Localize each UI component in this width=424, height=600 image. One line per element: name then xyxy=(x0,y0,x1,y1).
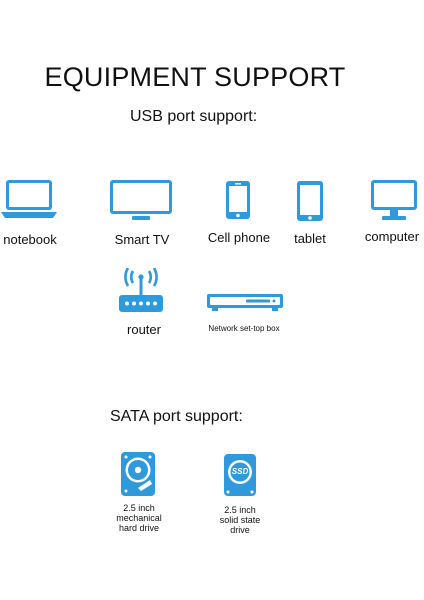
sata-label-line: solid state xyxy=(219,515,261,525)
device-label-tablet: tablet xyxy=(294,231,326,246)
sata-label-line: 2.5 inch xyxy=(224,505,256,515)
sata-label-line: 2.5 inch xyxy=(123,503,155,513)
laptop-icon xyxy=(1,180,57,218)
tv-icon xyxy=(110,180,172,220)
device-label-notebook: notebook xyxy=(3,232,57,247)
sata-label-ssd: 2.5 inch solid state drive xyxy=(206,505,274,535)
sata-label-line: drive xyxy=(230,525,250,535)
tablet-icon xyxy=(297,181,323,221)
page-title: EQUIPMENT SUPPORT xyxy=(44,62,346,92)
device-label-set-top-box: Network set-top box xyxy=(208,324,280,333)
usb-heading: USB port support: xyxy=(130,108,258,125)
sata-label-line: hard drive xyxy=(118,523,160,533)
hard-drive-icon xyxy=(121,452,155,496)
ssd-icon-text: SSD xyxy=(231,467,249,476)
device-label-smart-tv: Smart TV xyxy=(114,232,170,247)
sata-label-line: mechanical xyxy=(116,513,162,523)
router-icon xyxy=(119,268,163,312)
phone-icon xyxy=(226,181,250,219)
ssd-icon: SSD xyxy=(223,453,257,497)
sata-heading: SATA port support: xyxy=(110,408,243,425)
monitor-icon xyxy=(371,180,417,220)
device-label-computer: computer xyxy=(364,229,420,244)
set-top-box-icon xyxy=(207,294,283,311)
device-label-router: router xyxy=(127,322,161,337)
sata-label-hard-drive: 2.5 inch mechanical hard drive xyxy=(104,503,174,533)
device-label-cell-phone: Cell phone xyxy=(207,230,271,245)
